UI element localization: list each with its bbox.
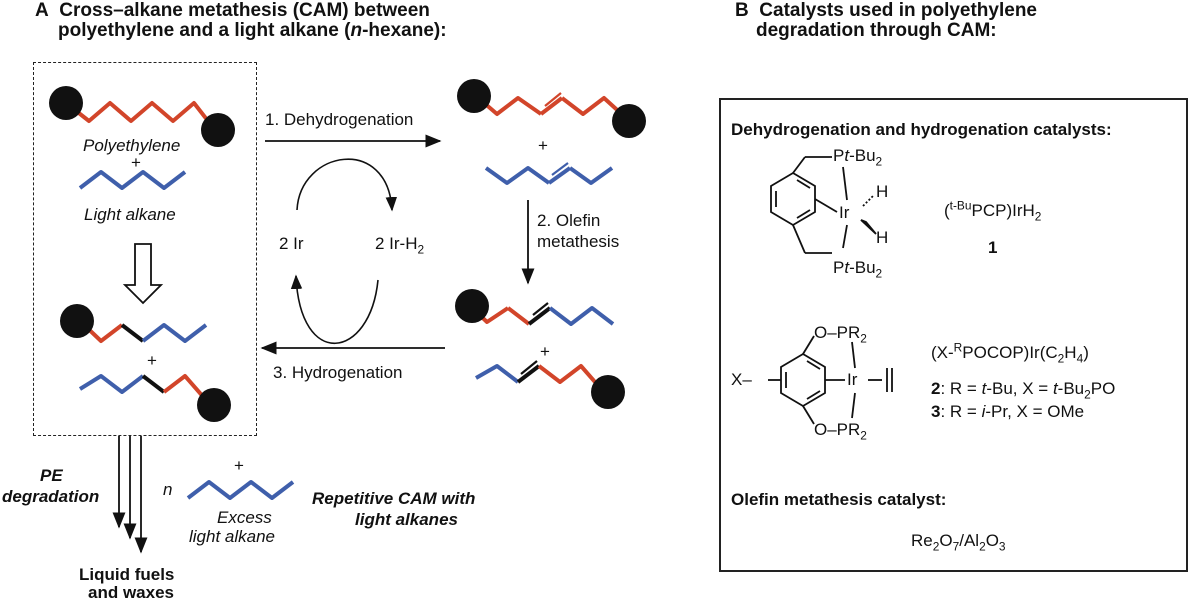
rhenium-catalyst-formula: Re2O7/Al2O3 — [911, 531, 1006, 554]
dehydro-catalysts-heading: Dehydrogenation and hydrogenation cataly… — [731, 120, 1112, 139]
cycle-arc-top — [296, 158, 398, 212]
plus-sign: + — [538, 136, 548, 155]
olefin-catalyst-heading: Olefin metathesis catalyst: — [731, 490, 947, 509]
polyethylene-chain — [49, 86, 235, 147]
product-chain-2 — [78, 374, 231, 422]
polymer-end-bead — [49, 86, 83, 120]
reaction-box — [33, 62, 257, 436]
panel-b-title: B Catalysts used in polyethylene — [735, 0, 1037, 22]
panel-b-title-line2: degradation through CAM: — [756, 20, 997, 41]
x-substituent: X– — [731, 370, 752, 389]
plus-sign: + — [147, 351, 157, 370]
metathesis-product-2 — [475, 360, 625, 409]
excess-label-line1: Excess — [217, 508, 272, 527]
panel-b-letter: B — [735, 0, 749, 21]
pe-degradation-line2: degradation — [2, 487, 100, 506]
n-label: n — [163, 480, 173, 499]
catalyst-2-definition: 2: R = t-Bu, X = t-Bu2PO — [931, 379, 1116, 402]
plus-sign: + — [540, 342, 550, 361]
polyethylene-label: Polyethylene — [83, 136, 181, 155]
repetitive-line2: light alkanes — [355, 510, 458, 529]
hexene-chain — [484, 162, 614, 185]
step-hydrogenation: 3. Hydrogenation — [273, 363, 403, 382]
panel-a-title: A Cross–alkane metathesis (CAM) between — [35, 0, 430, 22]
plus-sign: + — [131, 153, 141, 172]
plus-sign: + — [234, 456, 244, 475]
ir-label: 2 Ir — [279, 234, 304, 253]
step-dehydrogenation: 1. Dehydrogenation — [265, 110, 414, 129]
step-olefin-line1: 2. Olefin — [537, 211, 601, 230]
metathesis-product-1 — [455, 289, 615, 326]
polymer-end-bead — [201, 113, 235, 147]
catalyst-box — [719, 98, 1188, 572]
pe-degradation-line1: PE — [40, 466, 63, 485]
excess-label-line2: light alkane — [189, 527, 276, 546]
panel-a-letter: A — [35, 0, 49, 21]
liquid-fuels-line1: Liquid fuels — [79, 565, 175, 584]
panel-a-title-line1: Cross–alkane metathesis (CAM) between — [59, 0, 430, 21]
light-alkane-chain — [78, 170, 187, 190]
hydride-1: H — [876, 182, 889, 201]
catalyst-23-formula: (X-RPOCOP)Ir(C2H4) — [931, 340, 1089, 366]
ptbu-top: Pt-Bu2 — [833, 146, 883, 169]
catalyst-3-definition: 3: R = i-Pr, X = OMe — [931, 402, 1085, 421]
hollow-down-arrow — [122, 243, 164, 305]
hydride-2: H — [876, 228, 889, 247]
pocop-pincer-structure — [768, 335, 893, 425]
repetitive-line1: Repetitive CAM with — [312, 489, 476, 508]
ptbu-bottom: Pt-Bu2 — [833, 258, 883, 281]
iridium-center: Ir — [839, 203, 850, 222]
iridium-center-2: Ir — [847, 370, 858, 389]
panel-a-title-line2: polyethylene and a light alkane (n-hexan… — [58, 20, 447, 41]
liquid-fuels-line2: and waxes — [88, 583, 174, 602]
excess-alkane-chain — [186, 480, 295, 500]
catalyst-1-formula: (t-BuPCP)IrH2 — [944, 198, 1042, 224]
panel-b-title-line1: Catalysts used in polyethylene — [759, 0, 1037, 21]
pcp-pincer-structure — [770, 156, 877, 254]
polyolefin-chain — [457, 79, 646, 138]
irh2-label: 2 Ir-H2 — [375, 234, 425, 257]
catalyst-1-number: 1 — [988, 238, 998, 257]
product-chain-1 — [60, 304, 208, 343]
step-olefin-line2: metathesis — [537, 232, 620, 251]
light-alkane-label: Light alkane — [84, 205, 176, 224]
cycle-arc-bottom — [290, 274, 379, 345]
opr2-top: O–PR2 — [814, 323, 867, 346]
opr2-bottom: O–PR2 — [814, 420, 867, 443]
